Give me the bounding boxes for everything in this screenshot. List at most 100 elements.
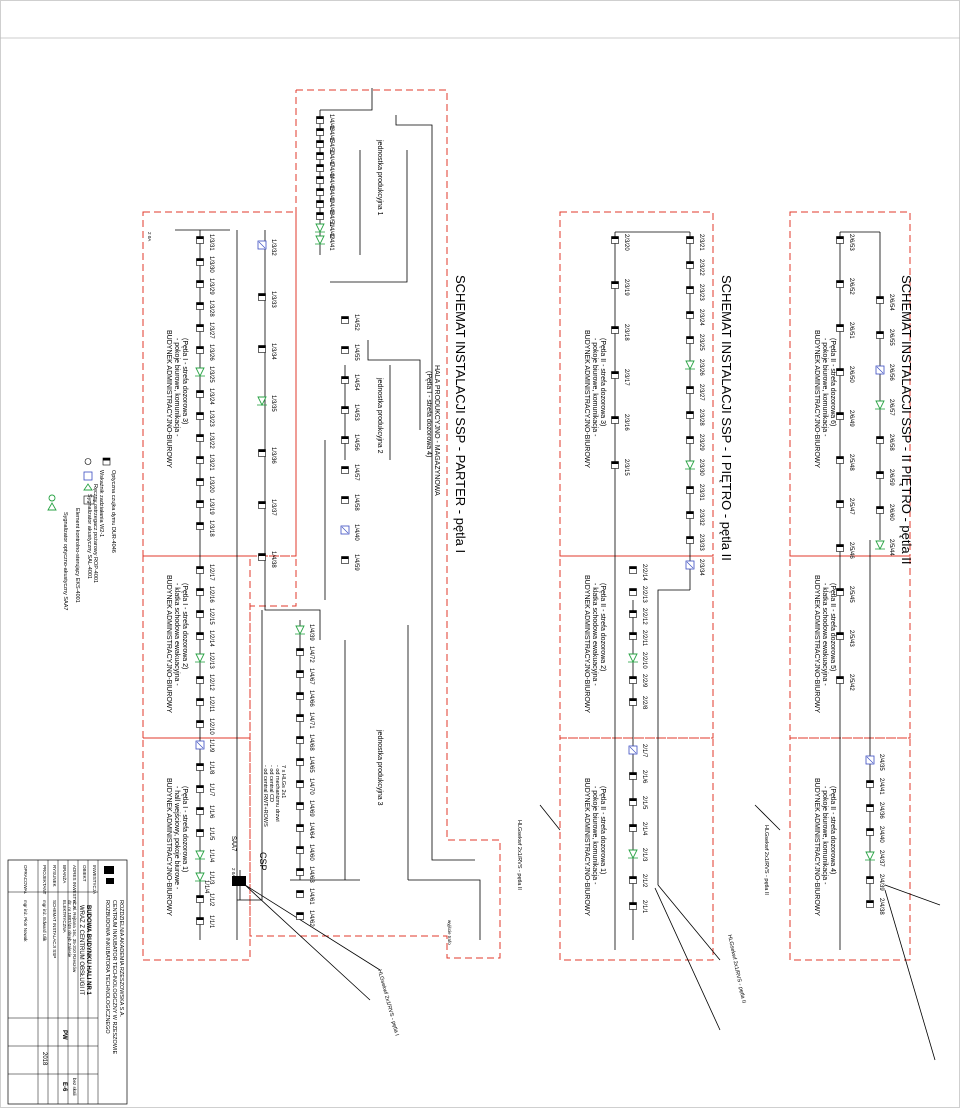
zone-label-p2-6: BUDYNEK ADMINISTRACYJNO-BIUROWY - pokoje… xyxy=(813,330,836,468)
device-1-3-28 xyxy=(196,302,204,310)
device-1-4-51 xyxy=(316,212,324,220)
device-1-4-61 xyxy=(296,890,304,898)
svg-text:7 x HLGs 2x1: 7 x HLGs 2x1 xyxy=(280,765,286,798)
device-label-1-4-72: 1/4/72 xyxy=(308,646,314,663)
device-label-1-4-58: 1/4/58 xyxy=(353,494,359,511)
tb-branch: ELEKTRYCZNA xyxy=(62,900,67,933)
project-title-line-2: WRAZ Z CENTRUM OBSŁUGI IT xyxy=(78,905,84,995)
device-2-3-31 xyxy=(686,486,694,494)
device-2-3-25 xyxy=(686,336,694,344)
device-1-3-22 xyxy=(196,434,204,442)
device-2-3-18 xyxy=(611,326,619,334)
cable-note-loop2-b: HLGsekwf 2x1/RVS - pętla II xyxy=(763,825,769,895)
device-2-3-32 xyxy=(686,511,694,519)
device-1-4-59 xyxy=(341,556,349,564)
device-label-1-4-55: 1/4/55 xyxy=(353,344,359,361)
device-1-4-48 xyxy=(316,200,324,208)
device-2-5-47 xyxy=(836,500,844,508)
device-2-6-54 xyxy=(876,296,884,304)
device-label-2-3-23: 2/3/23 xyxy=(698,284,704,301)
svg-text:BUDYNEK ADMINISTRACYJNO-BIUROW: BUDYNEK ADMINISTRACYJNO-BIUROWY xyxy=(813,778,820,916)
device-label-1-2-14: 1/2/14 xyxy=(208,630,214,647)
device-1-4-42 xyxy=(315,223,325,234)
device-1-4-64 xyxy=(296,824,304,832)
device-label-1-3-24: 1/3/24 xyxy=(208,388,214,405)
device-1-1-3 xyxy=(195,872,205,883)
production-unit-1-label: jednostka produkcyjna 1 xyxy=(376,139,383,216)
device-2-5-42 xyxy=(836,676,844,684)
device-2-6-60 xyxy=(876,506,884,514)
device-1-4-54 xyxy=(341,376,349,384)
device-1-1-7 xyxy=(196,785,204,793)
device-label-2-5-42: 2/5/42 xyxy=(848,674,854,691)
device-label-2-2-11: 2/2/11 xyxy=(641,630,647,647)
device-1-4-57 xyxy=(341,466,349,474)
device-label-2-3-21: 2/3/21 xyxy=(698,234,704,251)
device-label-2-3-31: 2/3/31 xyxy=(698,484,704,501)
device-label-1-1-3: 1/1/3 xyxy=(208,871,214,885)
device-label-2-3-20: 2/3/20 xyxy=(623,234,629,251)
device-label-2-2-9: 2/2/9 xyxy=(641,674,647,688)
device-2-5-45 xyxy=(836,588,844,596)
device-label-2-6-55: 2/6/55 xyxy=(888,329,894,346)
device-layer xyxy=(195,116,885,925)
device-1-4-39 xyxy=(295,625,305,636)
device-label-2-2-12: 2/2/12 xyxy=(641,608,647,625)
device-2-2-11 xyxy=(629,632,637,640)
small-label-b: 2 0A xyxy=(231,868,236,877)
device-label-1-3-27: 1/3/27 xyxy=(208,322,214,339)
device-label-2-4-38: 2/4/38 xyxy=(878,898,884,915)
device-label-2-4-36: 2/4/36 xyxy=(878,802,884,819)
device-label-2-6-57: 2/6/57 xyxy=(888,399,894,416)
device-label-1-3-34: 1/3/34 xyxy=(270,343,276,360)
device-1-1-1 xyxy=(196,917,204,925)
device-label-1-4-64: 1/4/64 xyxy=(308,822,314,839)
tb-row-key-4: RYSUNEK xyxy=(52,865,57,887)
device-label-2-3-19: 2/3/19 xyxy=(623,279,629,296)
device-1-3-26 xyxy=(196,346,204,354)
device-label-2-3-25: 2/3/25 xyxy=(698,334,704,351)
tb-row-key-0: INWESTYCJA xyxy=(92,865,97,894)
svg-text:(Pętla I - strefa dozorowa 2): (Pętla I - strefa dozorowa 2) xyxy=(181,583,188,669)
device-1-4-66 xyxy=(296,692,304,700)
device-1-4-72 xyxy=(296,648,304,656)
tb-row-key-2: ADRES INWESTYCJI xyxy=(72,865,77,909)
device-1-2-16 xyxy=(196,588,204,596)
device-label-1-4-61: 1/4/61 xyxy=(308,888,314,905)
diagram-title-i-pietro: SCHEMAT INSTALACJI SSP - I PIĘTRO - pętl… xyxy=(719,275,734,561)
device-label-1-2-15: 1/2/15 xyxy=(208,608,214,625)
device-label-2-4-39: 2/4/39 xyxy=(878,874,884,891)
address-line-1: ul. Al. Rejtana 16c, 35-310 Rzeszów xyxy=(72,900,77,973)
device-label-1-4-46: 1/4/46 xyxy=(328,114,334,131)
device-label-1-1-9: 1/1/9 xyxy=(208,739,214,753)
device-1-1-8 xyxy=(196,763,204,771)
device-label-2-3-18: 2/3/18 xyxy=(623,324,629,341)
device-label-1-3-31: 1/3/31 xyxy=(208,234,214,251)
device-1-1-6 xyxy=(196,807,204,815)
device-label-2-6-59: 2/6/59 xyxy=(888,469,894,486)
device-label-1-4-56: 1/4/56 xyxy=(353,434,359,451)
device-label-1-4-38: 1/4/38 xyxy=(270,551,276,568)
device-1-4-58 xyxy=(341,496,349,504)
svg-text:- pokoje biurowe, komunikacja: - pokoje biurowe, komunikacja - xyxy=(821,338,828,437)
device-2-3-20 xyxy=(611,236,619,244)
device-label-2-1-7: 2/1/7 xyxy=(641,744,647,758)
tb-drafter: mgr inż. Piotr Nowak xyxy=(23,900,28,942)
device-label-1-1-1: 1/1/1 xyxy=(208,915,214,929)
device-1-3-23 xyxy=(196,412,204,420)
device-2-6-49 xyxy=(836,412,844,420)
device-2-6-58 xyxy=(876,436,884,444)
device-2-3-30 xyxy=(685,460,695,471)
svg-text:(Pętla I - strefa dozorowa 4): (Pętla I - strefa dozorowa 4) xyxy=(425,371,432,457)
device-1-1-4 xyxy=(195,850,205,861)
device-1-1-2 xyxy=(196,895,204,903)
device-1-3-29 xyxy=(196,280,204,288)
device-label-2-5-46: 2/5/46 xyxy=(848,542,854,559)
diagram-title-parter: SCHEMAT INSTALACJI SSP - PARTER - pętla … xyxy=(453,275,468,553)
svg-text:BUDYNEK ADMINISTRACYJNO-BIUROW: BUDYNEK ADMINISTRACYJNO-BIUROWY xyxy=(583,575,590,713)
device-1-4-55 xyxy=(341,346,349,354)
device-label-2-4-35: 2/4/35 xyxy=(878,754,884,771)
device-2-3-28 xyxy=(686,411,694,419)
device-label-2-3-34: 2/3/34 xyxy=(698,559,704,576)
